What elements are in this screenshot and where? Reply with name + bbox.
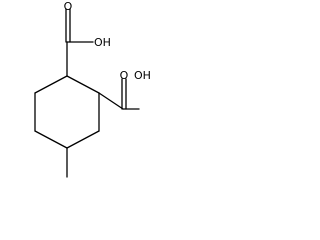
cyclohexane-ring	[34, 75, 100, 149]
lower-carboxyl-group	[98, 78, 140, 110]
lower-hydroxyl-label: OH	[134, 69, 151, 82]
ring-bond-1	[34, 75, 68, 94]
upper-carboxyl-group	[65, 8, 94, 77]
ring-bond-6	[66, 75, 100, 94]
upper-carbonyl-oxygen-label: O	[64, 0, 73, 13]
upper-hydroxyl-label: OH	[94, 36, 111, 49]
ring-bond-3	[34, 130, 68, 149]
ring-bond-4	[66, 130, 100, 149]
lower-carboxyl-c-bond	[98, 92, 124, 110]
structure-canvas: O OH O OH	[0, 0, 161, 184]
molecule-drawing: O OH O OH	[34, 0, 151, 178]
lower-carbonyl-oxygen-label: O	[120, 69, 129, 82]
